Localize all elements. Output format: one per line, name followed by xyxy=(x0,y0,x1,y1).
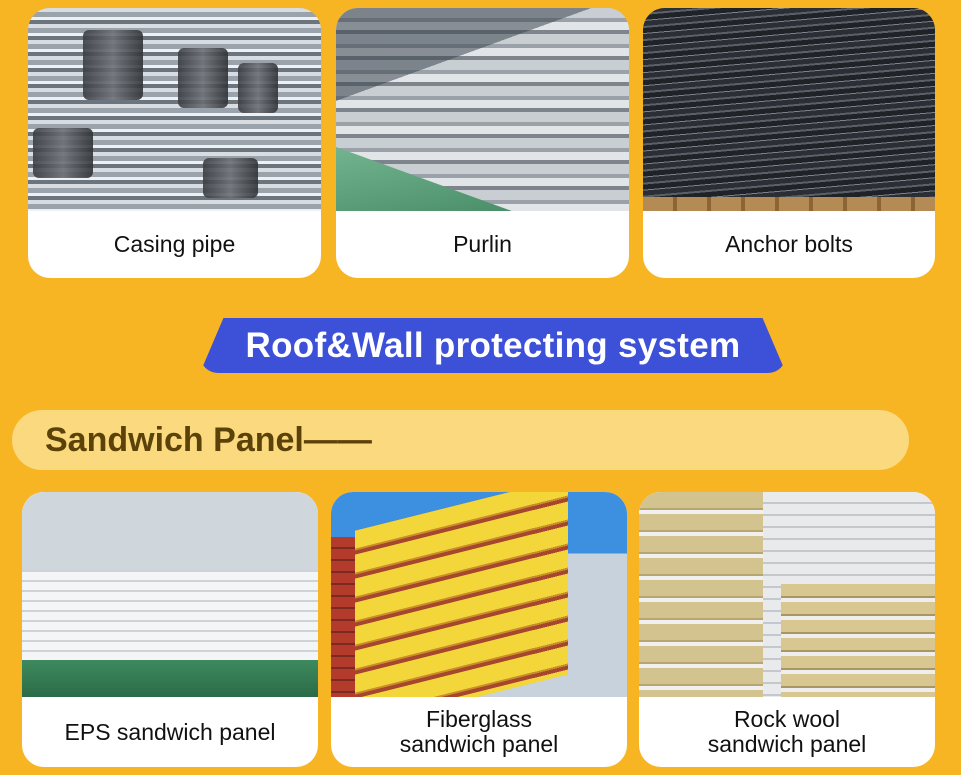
product-caption: Fiberglass sandwich panel xyxy=(399,706,559,757)
product-card-eps-sandwich-panel[interactable]: EPS sandwich panel xyxy=(22,492,318,767)
product-card-fiberglass-sandwich-panel[interactable]: Fiberglass sandwich panel xyxy=(331,492,627,767)
fiberglass-panel-photo xyxy=(331,492,627,697)
product-card-purlin[interactable]: Purlin xyxy=(336,8,629,278)
casing-pipe-photo xyxy=(28,8,321,211)
eps-panel-photo xyxy=(22,492,318,697)
product-caption: Casing pipe xyxy=(113,231,236,257)
product-card-anchor-bolts[interactable]: Anchor bolts xyxy=(643,8,935,278)
section-title: Roof&Wall protecting system xyxy=(245,325,741,365)
product-caption: Anchor bolts xyxy=(725,231,853,257)
subheading-title: Sandwich Panel—— xyxy=(45,420,372,459)
subheading-bar: Sandwich Panel—— xyxy=(12,410,909,470)
product-card-casing-pipe[interactable]: Casing pipe xyxy=(28,8,321,278)
purlin-photo xyxy=(336,8,629,211)
product-caption: Rock wool sandwich panel xyxy=(707,706,867,757)
product-caption: EPS sandwich panel xyxy=(64,718,276,745)
product-card-rock-wool-sandwich-panel[interactable]: Rock wool sandwich panel xyxy=(639,492,935,767)
anchor-bolts-photo xyxy=(643,8,935,211)
rock-wool-panel-photo xyxy=(639,492,935,697)
section-banner: Roof&Wall protecting system xyxy=(200,318,786,373)
product-caption: Purlin xyxy=(453,231,512,257)
